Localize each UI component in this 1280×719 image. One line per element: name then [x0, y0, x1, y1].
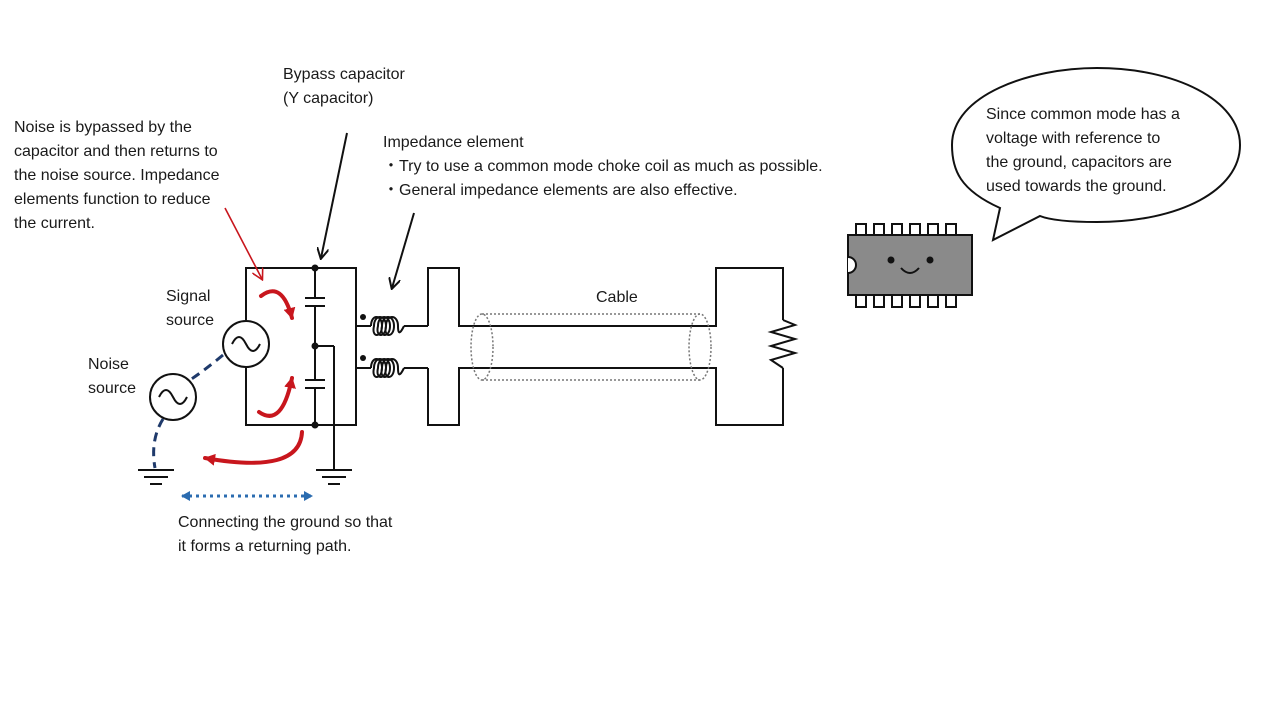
annotation-line: it forms a returning path. [178, 538, 352, 555]
bubble-line: Since common mode has a [986, 106, 1180, 123]
cable-label: Cable [596, 289, 638, 306]
bypass-pointer-arrow [321, 132, 348, 258]
node-dot [311, 342, 319, 350]
polarity-dot [360, 314, 366, 320]
noise-wiring [152, 353, 224, 469]
impedance-title: Impedance element [383, 134, 524, 151]
speech-bubble [950, 66, 1242, 242]
bubble-line: voltage with reference to [986, 130, 1161, 147]
ic-chip-mascot-icon [847, 223, 973, 308]
impedance-pointer-arrow [392, 212, 415, 288]
polarity-dot [360, 355, 366, 361]
label-line: source [166, 312, 215, 329]
bubble-line: used towards the ground. [986, 178, 1167, 195]
ground-path-annotation: Connecting the ground so that it forms a… [178, 511, 392, 559]
bubble-line: the ground, capacitors are [986, 154, 1172, 171]
label-line: Noise [88, 356, 129, 373]
label-line: source [88, 380, 137, 397]
common-mode-choke-icon [356, 316, 428, 378]
annotation-line: elements function to reduce [14, 191, 211, 208]
noise-source-label: Noise source [88, 353, 136, 401]
impedance-bullet: ・Try to use a common mode choke coil as … [383, 158, 823, 175]
signal-source-label: Signal source [166, 285, 214, 333]
annotation-line: Noise is bypassed by the [14, 119, 192, 136]
label-line: Signal [166, 288, 211, 305]
ground-symbol-icon [316, 469, 352, 485]
transmission-lines [427, 267, 784, 426]
impedance-element-label: Impedance element ・Try to use a common m… [383, 131, 823, 203]
impedance-bullet: ・General impedance elements are also eff… [383, 182, 738, 199]
label-line: Bypass capacitor [283, 66, 405, 83]
annotation-line: Connecting the ground so that [178, 514, 393, 531]
annotation-pointer-red [224, 207, 262, 279]
node-dot [311, 421, 319, 429]
noise-current-arrows [203, 289, 304, 466]
annotation-line: the current. [14, 215, 95, 232]
cable-shield [470, 313, 712, 381]
speech-bubble-text: Since common mode has a voltage with ref… [986, 103, 1180, 199]
label-line: (Y capacitor) [283, 90, 374, 107]
signal-source-icon [222, 320, 270, 368]
bypass-capacitor-label: Bypass capacitor (Y capacitor) [283, 63, 405, 111]
ground-symbol-icon [138, 469, 174, 485]
resistor-icon [767, 319, 799, 369]
node-dot [311, 264, 319, 272]
bypass-capacitors [305, 268, 335, 470]
noise-source-icon [149, 373, 197, 421]
annotation-line: capacitor and then returns to [14, 143, 218, 160]
noise-bypass-annotation: Noise is bypassed by the capacitor and t… [14, 116, 219, 236]
annotation-line: the noise source. Impedance [14, 167, 220, 184]
